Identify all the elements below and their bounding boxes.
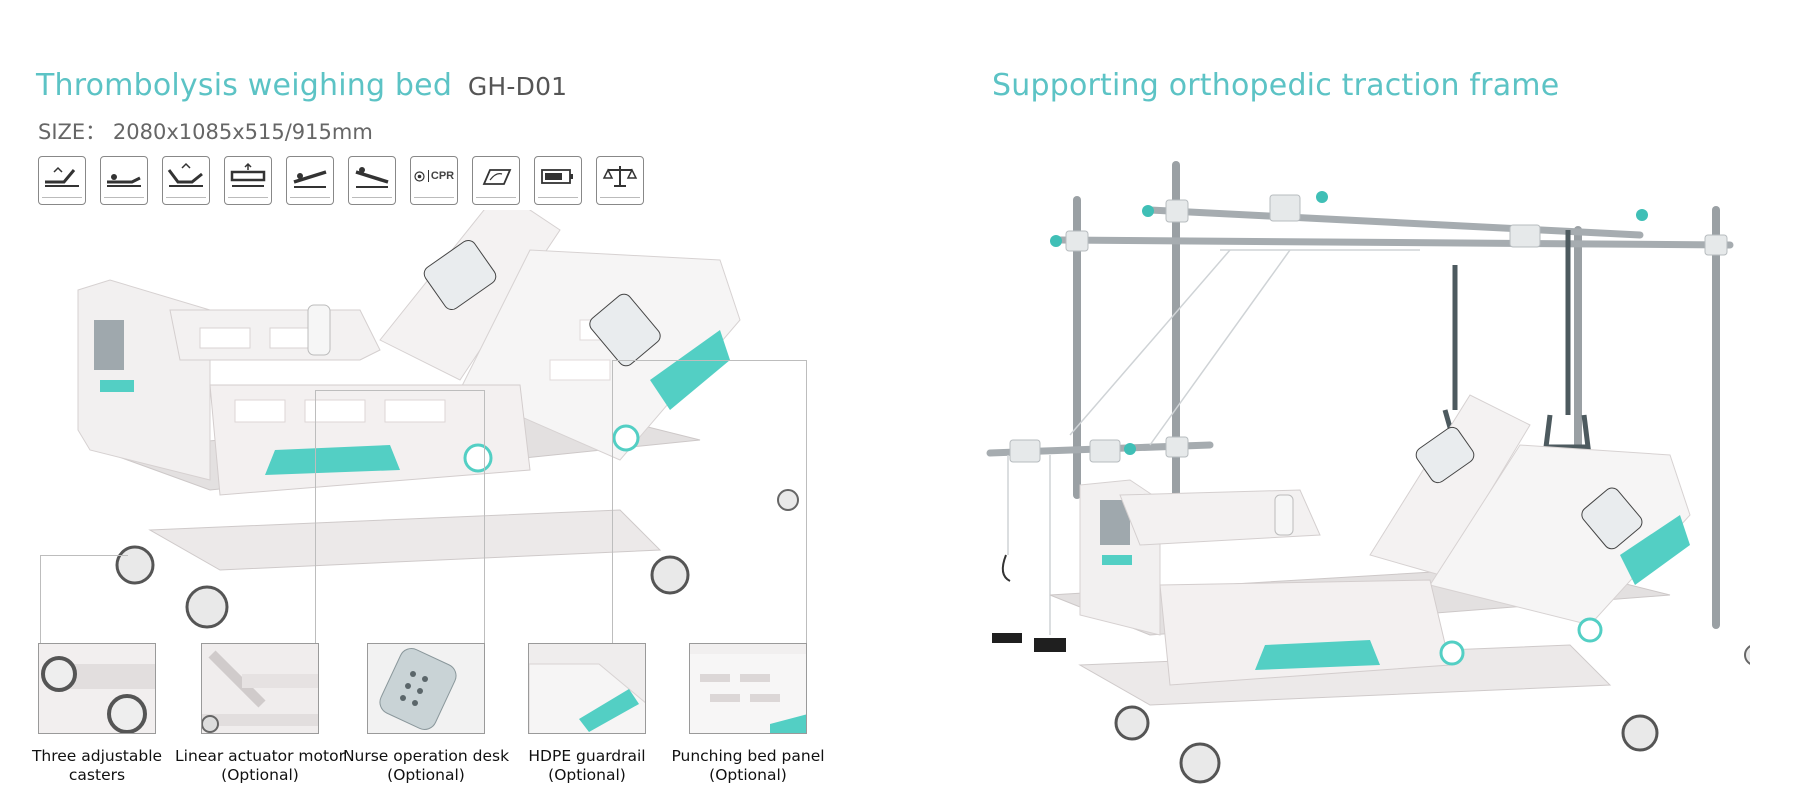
control-screen xyxy=(94,320,124,370)
product-name: Thrombolysis weighing bed xyxy=(36,68,453,103)
thrombolysis-bed-image xyxy=(77,210,799,629)
feature-line2: (Optional) xyxy=(709,766,787,784)
traction-frame-image xyxy=(986,161,1750,784)
feature-line1: HDPE guardrail xyxy=(528,747,646,765)
feature-line2: (Optional) xyxy=(548,766,626,784)
height-lift-icon xyxy=(224,156,272,205)
feature-line1: Linear actuator motor xyxy=(175,747,345,765)
feature-line1: Punching bed panel xyxy=(671,747,825,765)
feature-line2: (Optional) xyxy=(387,766,465,784)
cpr-icon: CPR xyxy=(410,156,458,205)
feature-line1: Three adjustable xyxy=(31,747,163,765)
back-lift-icon xyxy=(38,156,86,205)
callout-line xyxy=(40,555,128,645)
traction-frame-title: Supporting orthopedic traction frame xyxy=(992,68,1560,103)
feature-label-guardrail: HDPE guardrail (Optional) xyxy=(501,747,673,785)
feature-line2: (Optional) xyxy=(221,766,299,784)
reverse-tilt-icon xyxy=(348,156,396,205)
thumb-guardrail xyxy=(528,643,646,734)
callout-line xyxy=(612,360,807,643)
feature-label-bed-panel: Punching bed panel (Optional) xyxy=(662,747,834,785)
cpr-text: CPR xyxy=(427,170,454,182)
product-title: Thrombolysis weighing bed GH-D01 xyxy=(36,68,567,103)
trendelenburg-icon xyxy=(286,156,334,205)
scale-icon xyxy=(596,156,644,205)
leg-lift-icon xyxy=(100,156,148,205)
thumb-nurse-desk xyxy=(367,643,485,734)
size-value: 2080x1085x515/915mm xyxy=(112,120,373,144)
feature-line2: casters xyxy=(68,766,126,784)
feature-label-nurse-desk: Nurse operation desk (Optional) xyxy=(340,747,512,785)
size-label: SIZE： xyxy=(38,120,107,144)
back-leg-lift-icon xyxy=(162,156,210,205)
product-model: GH-D01 xyxy=(467,72,568,101)
thumb-bed-panel xyxy=(689,643,807,734)
callout-line xyxy=(315,390,485,643)
feature-label-casters: Three adjustable casters xyxy=(11,747,183,785)
size-spec: SIZE： 2080x1085x515/915mm xyxy=(38,116,373,146)
thumb-actuator xyxy=(201,643,319,734)
function-icon-row: CPR xyxy=(38,156,644,205)
feature-line1: Nurse operation desk xyxy=(342,747,510,765)
battery-icon xyxy=(534,156,582,205)
angle-display-icon xyxy=(472,156,520,205)
feature-label-actuator: Linear actuator motor (Optional) xyxy=(174,747,346,785)
thumb-casters xyxy=(38,643,156,734)
